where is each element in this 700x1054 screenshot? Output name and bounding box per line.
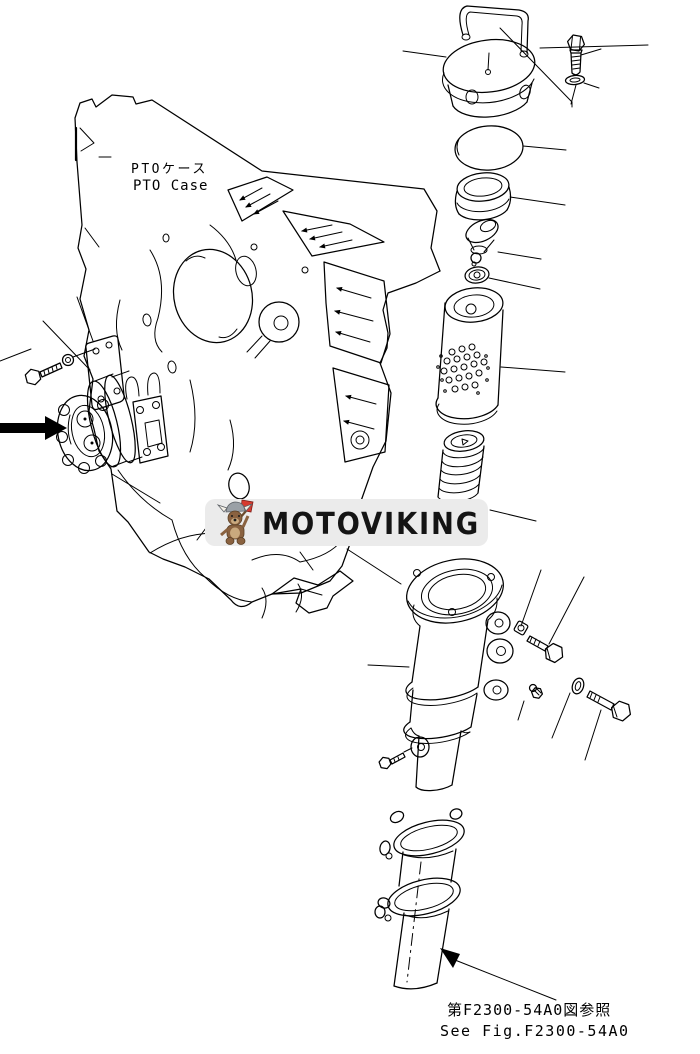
pump-pointer-arrow-icon xyxy=(0,416,67,440)
reference-note: 第F2300-54A0図参照 See Fig.F2300-54A0 xyxy=(440,1001,630,1040)
seal-ring xyxy=(454,172,566,221)
reference-note-jp: 第F2300-54A0図参照 xyxy=(447,1001,611,1019)
reference-note-en: See Fig.F2300-54A0 xyxy=(440,1022,630,1040)
hose-clamp-upper xyxy=(379,808,465,860)
suction-tube xyxy=(374,808,465,990)
housing-plug xyxy=(517,683,544,721)
watermark-brand-text: MOTOVIKING xyxy=(262,507,480,542)
breather-cap xyxy=(402,5,649,118)
filter-spring xyxy=(437,430,537,522)
cover-gasket xyxy=(454,125,567,171)
gear-pump xyxy=(56,335,169,474)
filter-element xyxy=(435,287,566,425)
housing-bolt-2 xyxy=(584,690,632,761)
pto-case-label: PTOケース PTO Case xyxy=(131,162,208,194)
watermark: MOTOVIKING xyxy=(205,499,488,546)
pto-case-fins xyxy=(227,176,391,463)
watermark-background xyxy=(205,499,488,546)
gasket-opening xyxy=(142,233,309,374)
pump-mount-bolt xyxy=(24,348,96,386)
filter-housing xyxy=(367,558,514,792)
reference-arrow-icon xyxy=(440,948,557,1001)
motoviking-mascot-icon xyxy=(216,499,254,545)
valve-washer xyxy=(464,266,541,290)
filter-holes xyxy=(436,343,490,395)
housing-bolt-1 xyxy=(526,576,585,664)
cap-washer xyxy=(564,74,600,105)
hose-clamp-lower xyxy=(374,877,461,922)
relief-valve xyxy=(465,218,542,267)
mount-bracket xyxy=(271,570,354,614)
pto-case-label-jp: PTOケース xyxy=(131,162,208,177)
drain-bolt xyxy=(378,747,413,770)
housing-washer-1 xyxy=(513,569,542,636)
housing-washer-2 xyxy=(551,677,585,739)
cap-bolt xyxy=(566,34,602,76)
pto-case-label-en: PTO Case xyxy=(133,178,208,194)
